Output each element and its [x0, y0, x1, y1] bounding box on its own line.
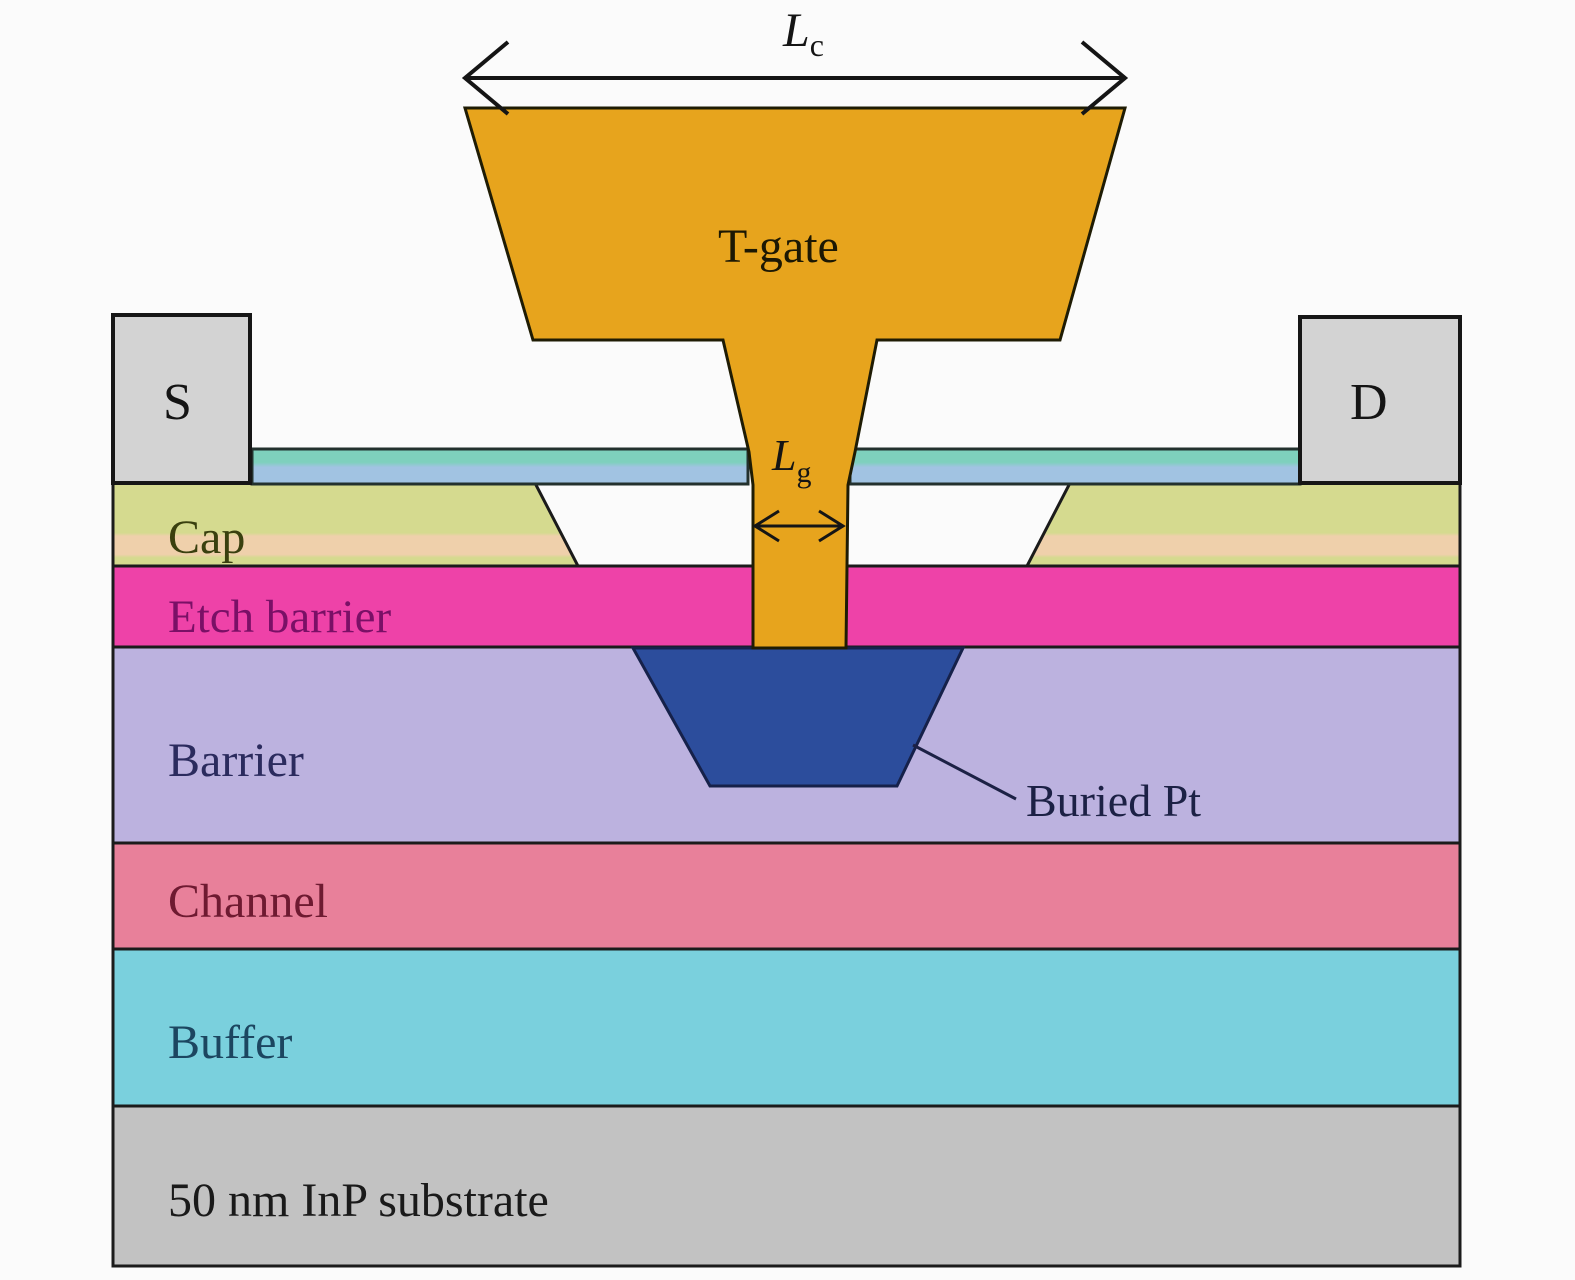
lg-label: Lg — [771, 431, 811, 489]
channel-layer — [111, 841, 1462, 951]
passivation-strip-left — [250, 447, 750, 486]
t-gate-label: T-gate — [718, 220, 839, 273]
substrate-label: 50 nm InP substrate — [168, 1174, 549, 1227]
substrate-layer — [111, 1104, 1462, 1268]
passivation-strip-right — [848, 447, 1302, 486]
drain-label: D — [1350, 374, 1388, 431]
buffer-layer — [111, 947, 1462, 1108]
passivation-strip — [250, 447, 1302, 486]
lc-label: Lc — [782, 4, 824, 63]
etch-barrier-label: Etch barrier — [168, 591, 391, 643]
cap-layer-right — [1024, 481, 1462, 568]
barrier-label: Barrier — [168, 734, 304, 787]
buried-pt-leader-line — [912, 743, 1017, 801]
lc-dimension-arrow — [461, 40, 1129, 116]
lc-arrowhead-right — [1080, 40, 1129, 116]
source-label: S — [163, 374, 192, 431]
lc-arrowhead-left — [461, 40, 510, 116]
buried-pt-region — [630, 646, 966, 788]
source-contact — [111, 313, 252, 485]
buffer-label: Buffer — [168, 1016, 292, 1069]
lg-arrowhead-left — [752, 509, 780, 543]
t-gate-shape — [462, 106, 1127, 650]
drain-contact — [1298, 315, 1462, 485]
channel-label: Channel — [168, 875, 328, 928]
lg-dimension-arrow — [752, 509, 846, 543]
cap-label: Cap — [168, 511, 245, 564]
lg-arrowhead-right — [818, 509, 846, 543]
buried-pt-label: Buried Pt — [1026, 775, 1201, 826]
